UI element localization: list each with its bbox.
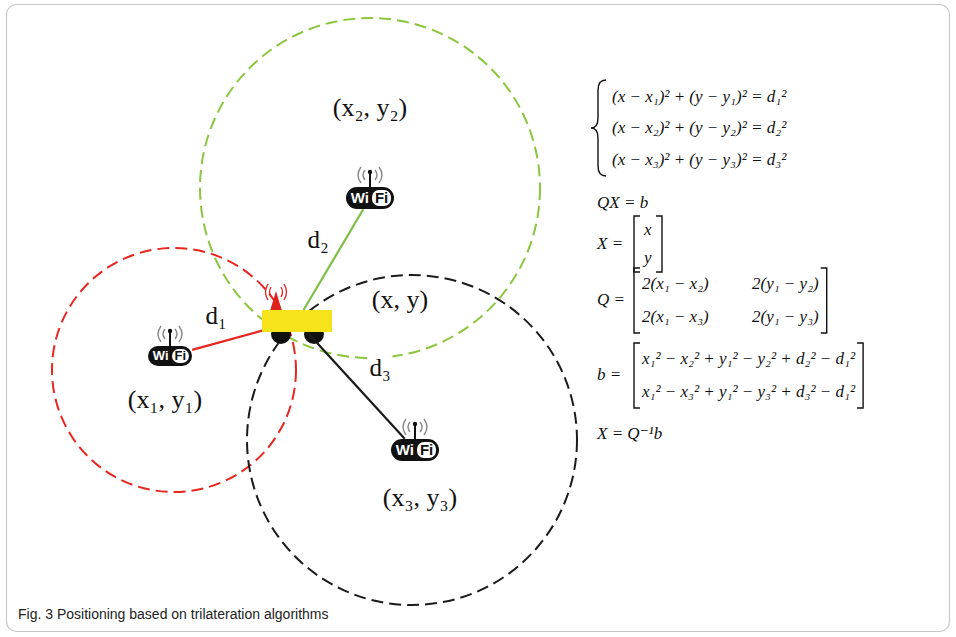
antenna-stick (369, 173, 371, 187)
matrix-entry: 2(y₁ − y₂) (752, 274, 819, 294)
equation: (x − x₂)² + (y − y₂)² = d₂² (612, 118, 786, 138)
antenna-waves (266, 284, 287, 300)
equation: QX = b (597, 193, 648, 213)
matrix-entry: 2(x₁ − x₂) (642, 274, 709, 294)
equation: (x − x₃)² + (y − y₃)² = d₃² (612, 150, 786, 170)
equation: X = Q⁻¹b (597, 424, 662, 444)
coordinate-label: (x, y) (369, 285, 431, 315)
wifi-logo-text: Fi (172, 349, 190, 363)
distance-line (304, 209, 364, 310)
matrix-bracket (857, 343, 863, 408)
matrix-bracket (821, 268, 827, 333)
car-antenna (270, 291, 282, 311)
antenna-stick (414, 425, 416, 439)
matrix-entry: x₁² − x₂² + y₁² − y₂² + d₂² − d₁² (642, 349, 855, 369)
wifi-station: (x₂, y₂)WiFi (346, 187, 395, 210)
wifi-waves (156, 324, 184, 346)
matrix-bracket (656, 216, 662, 272)
coordinate-label: (x₂, y₂) (330, 93, 410, 123)
matrix-entry: 2(y₁ − y₃) (752, 307, 819, 327)
wifi-waves (401, 417, 429, 439)
range-circle (200, 18, 540, 358)
figure-caption: Fig. 3 Positioning based on trilateratio… (18, 606, 329, 622)
wifi-logo-text: Wi (351, 190, 372, 207)
robot-car: (x, y) (262, 310, 332, 332)
matrix-entry: x (644, 220, 652, 240)
antenna-tip (168, 329, 172, 333)
wifi-logo-text: Fi (372, 190, 391, 207)
distance-line (307, 332, 405, 439)
matrix-name: X = (597, 234, 623, 254)
matrix-bracket (634, 343, 640, 408)
range-circle (52, 248, 296, 492)
distance-label: d₂ (305, 226, 330, 254)
matrix-bracket (634, 216, 640, 272)
antenna-tip (413, 422, 417, 426)
antenna-stick (169, 332, 171, 346)
figure-border (7, 5, 950, 632)
system-brace (591, 80, 606, 176)
matrix-entry: 2(x₁ − x₃) (642, 307, 709, 327)
wifi-logo-text: Fi (417, 442, 436, 459)
matrix-entry: y (644, 248, 652, 268)
wifi-logo-text: Wi (153, 349, 172, 363)
wifi-station: (x₁, y₁)WiFi (148, 346, 192, 366)
distance-line (192, 331, 262, 350)
antenna-tip (368, 170, 372, 174)
matrix-name: Q = (597, 290, 625, 310)
wifi-station: (x₃, y₃)WiFi (391, 439, 440, 462)
matrix-name: b = (597, 365, 621, 385)
distance-label: d₁ (203, 302, 228, 330)
range-circle (247, 275, 577, 605)
wifi-waves (356, 165, 384, 187)
coordinate-label: (x₃, y₃) (380, 483, 460, 513)
distance-label: d₃ (367, 354, 392, 382)
wifi-logo-text: Wi (396, 442, 417, 459)
coordinate-label: (x₁, y₁) (125, 385, 205, 415)
matrix-bracket (634, 268, 640, 333)
matrix-entry: x₁² − x₃² + y₁² − y₃² + d₃² − d₁² (642, 382, 855, 402)
equation: (x − x₁)² + (y − y₁)² = d₁² (612, 87, 786, 107)
